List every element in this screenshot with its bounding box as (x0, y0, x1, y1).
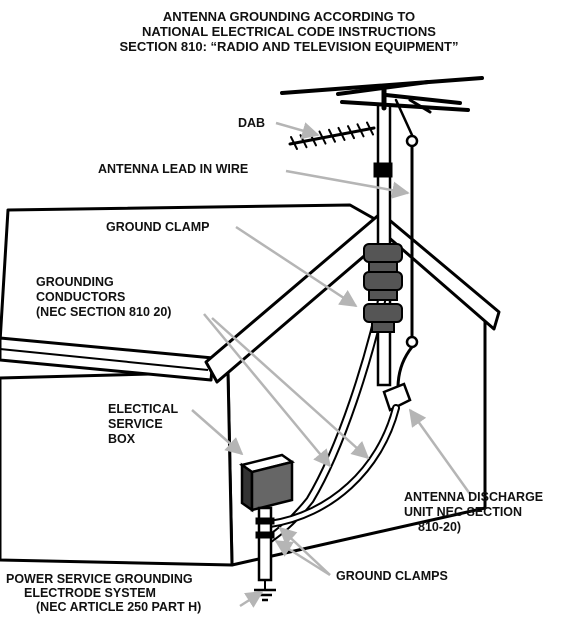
mast-clamp-3 (363, 303, 403, 333)
arrow-conductor-2 (211, 317, 370, 460)
label-dab: DAB (238, 116, 265, 130)
labels: DAB ANTENNA LEAD IN WIRE GROUND CLAMP GR… (6, 116, 543, 614)
label-ground-clamps: GROUND CLAMPS (336, 569, 448, 583)
service-box (239, 453, 295, 513)
title-line-2: NATIONAL ELECTRICAL CODE INSTRUCTIONS (142, 24, 436, 39)
title-line-1: ANTENNA GROUNDING ACCORDING TO (163, 9, 415, 24)
label-electrode-1: POWER SERVICE GROUNDING (6, 572, 193, 586)
label-service-box-2: SERVICE (108, 417, 163, 431)
label-grounding-conductors-1: GROUNDING (36, 275, 114, 289)
dab-antenna-element (290, 136, 298, 150)
ground-rod (254, 506, 276, 602)
label-electrode-2: ELECTRODE SYSTEM (24, 586, 156, 600)
label-discharge-unit-3: 810-20) (418, 520, 461, 534)
leader-arrows (191, 121, 472, 608)
arrow-dab (275, 121, 320, 140)
arrow-conductor-1 (203, 313, 332, 468)
label-ground-clamp: GROUND CLAMP (106, 220, 209, 234)
arrow-lead-in (285, 169, 410, 199)
title-line-3: SECTION 810: “RADIO AND TELEVISION EQUIP… (119, 39, 458, 54)
diagram-title: ANTENNA GROUNDING ACCORDING TO NATIONAL … (119, 9, 458, 54)
dab-antenna-element (356, 123, 365, 138)
label-grounding-conductors-3: (NEC SECTION 810 20) (36, 305, 171, 319)
label-grounding-conductors-2: CONDUCTORS (36, 290, 125, 304)
label-lead-in-wire: ANTENNA LEAD IN WIRE (98, 162, 248, 176)
mast-ground-clamps (363, 243, 403, 333)
house-front-wall (0, 370, 234, 567)
arrow-discharge-unit (408, 408, 472, 495)
arrow-service-box (191, 409, 244, 456)
label-service-box-3: BOX (108, 432, 136, 446)
dab-antenna-element (366, 121, 374, 136)
mast-clamp-2 (363, 271, 403, 301)
label-discharge-unit-1: ANTENNA DISCHARGE (404, 490, 543, 504)
dab-antenna-element (328, 128, 336, 143)
arrow-electrode (239, 590, 264, 608)
arrow-ground-clamps-1 (274, 539, 331, 577)
label-electrode-3: (NEC ARTICLE 250 PART H) (36, 600, 201, 614)
arrow-ground-clamps-2 (278, 526, 331, 576)
dab-antenna (288, 121, 376, 150)
discharge-unit (382, 382, 412, 412)
mast-clamp-1 (363, 243, 403, 273)
tv-antenna (280, 76, 484, 137)
dab-antenna-element (318, 130, 327, 145)
arrow-ground-clamp (235, 225, 358, 308)
dab-antenna-element (347, 125, 355, 140)
dab-antenna-element (337, 126, 346, 141)
label-discharge-unit-2: UNIT NEC SECTION (404, 505, 522, 519)
mast-connector (373, 162, 393, 178)
label-service-box-1: ELECTICAL (108, 402, 179, 416)
